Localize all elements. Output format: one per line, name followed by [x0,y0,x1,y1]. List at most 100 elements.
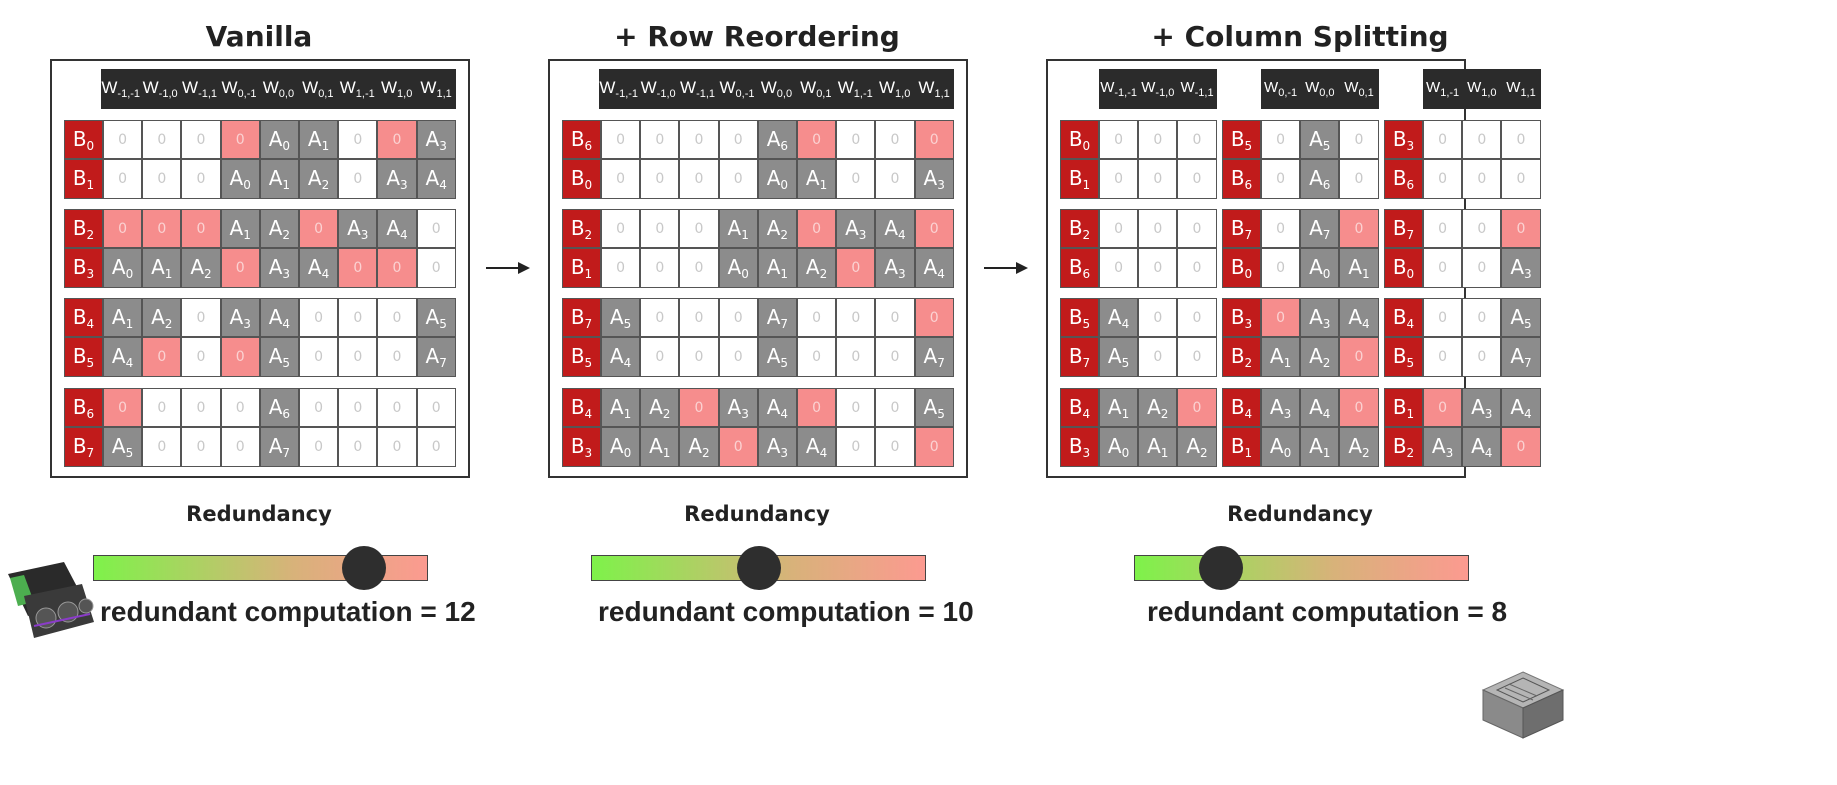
matrix-cell: 0 [338,337,378,377]
matrix-cell: A3 [259,248,299,288]
matrix-cell: A3 [1300,298,1340,338]
redundant-computation-text: redundant computation = 12 [100,596,476,627]
matrix-cell: 0 [1501,120,1541,160]
matrix-cell: 0 [103,159,143,199]
matrix-cell: A3 [377,159,417,199]
matrix-cell: A1 [640,427,680,467]
weight-label: W0,0 [760,78,793,100]
matrix-cell: 0 [914,120,954,160]
matrix-cell: 0 [142,159,182,199]
matrix-cell: 0 [875,298,915,338]
matrix-cell: 0 [718,120,758,160]
panel-title: + Row Reordering [614,20,900,53]
matrix-cell: 0 [1261,120,1301,160]
matrix-cell: A4 [259,298,299,338]
weight-label: W-1,0 [640,78,676,100]
matrix-cell: A7 [416,337,456,377]
matrix-cell: 0 [220,120,260,160]
matrix-cell: A7 [1501,337,1541,377]
matrix-cell: 0 [1138,159,1178,199]
matrix-cell: A0 [103,248,143,288]
weight-label: W1,1 [918,78,950,100]
batch-label: B4 [1060,388,1099,428]
matrix-cell: A1 [601,388,641,428]
gpu-card-icon [8,562,94,638]
matrix-cell: A1 [1300,427,1340,467]
batch-label: B7 [1384,209,1423,249]
matrix-cell: 0 [377,298,417,338]
weight-label: W-1,1 [1180,79,1214,99]
weight-label: W1,-1 [1426,79,1460,99]
batch-label: B0 [64,120,103,160]
weight-label: W1,-1 [837,78,873,100]
matrix-cell: A4 [377,209,417,249]
matrix-cell: 0 [601,159,641,199]
batch-label: B7 [562,298,601,338]
matrix-cell: 0 [142,388,182,428]
batch-label: B0 [1384,248,1423,288]
matrix-cell: A5 [1099,337,1139,377]
matrix-cell: A1 [1261,337,1301,377]
matrix-cell: 0 [601,120,641,160]
arrow-right-icon [984,262,1028,274]
matrix-cell: 0 [797,209,837,249]
matrix-cell: A3 [1462,388,1502,428]
matrix-cell: 0 [338,427,378,467]
matrix-cell: A5 [914,388,954,428]
redundant-computation-text: redundant computation = 10 [598,596,974,627]
matrix-cell: A2 [757,209,797,249]
batch-label: B2 [562,209,601,249]
batch-label: B2 [64,209,103,249]
matrix-cell: 0 [338,120,378,160]
matrix-cell: 0 [1177,337,1217,377]
matrix-cell: A4 [914,248,954,288]
matrix-cell: A3 [338,209,378,249]
matrix-cell: 0 [1339,120,1379,160]
batch-label: B5 [562,337,601,377]
matrix-cell: A2 [1138,388,1178,428]
matrix-cell: A0 [259,120,299,160]
matrix-cell: A4 [416,159,456,199]
matrix-cell: A1 [757,248,797,288]
matrix-cell: 0 [142,427,182,467]
weight-label: W1,0 [1467,79,1497,99]
batch-label: B1 [1384,388,1423,428]
matrix-cell: 0 [220,248,260,288]
batch-label: B0 [1222,248,1261,288]
matrix-cell: 0 [1177,388,1217,428]
matrix-cell: 0 [1501,427,1541,467]
matrix-cell: A2 [259,209,299,249]
matrix-cell: 0 [1099,209,1139,249]
matrix-cell: A4 [1339,298,1379,338]
matrix-cell: 0 [1423,120,1463,160]
batch-label: B1 [562,248,601,288]
matrix-cell: 0 [1462,159,1502,199]
matrix-cell: 0 [679,120,719,160]
weight-label: W-1,1 [182,78,218,100]
matrix-cell: A4 [1501,388,1541,428]
matrix-cell: A6 [757,120,797,160]
matrix-cell: 0 [875,337,915,377]
batch-label: B2 [1222,337,1261,377]
matrix-cell: A0 [718,248,758,288]
matrix-cell: 0 [836,427,876,467]
batch-label: B5 [64,337,103,377]
matrix-cell: 0 [1462,298,1502,338]
weight-label: W-1,1 [680,78,716,100]
matrix-cell: A1 [1099,388,1139,428]
batch-label: B6 [1060,248,1099,288]
matrix-cell: 0 [1339,159,1379,199]
matrix-cell: 0 [640,120,680,160]
matrix-cell: 0 [1501,209,1541,249]
matrix-cell: 0 [220,427,260,467]
matrix-cell: 0 [1462,337,1502,377]
batch-label: B4 [562,388,601,428]
matrix-cell: 0 [679,248,719,288]
weight-label: W-1,-1 [599,78,639,100]
matrix-cell: 0 [1138,337,1178,377]
slider-knob [736,546,781,590]
weight-label: W0,0 [262,78,295,100]
